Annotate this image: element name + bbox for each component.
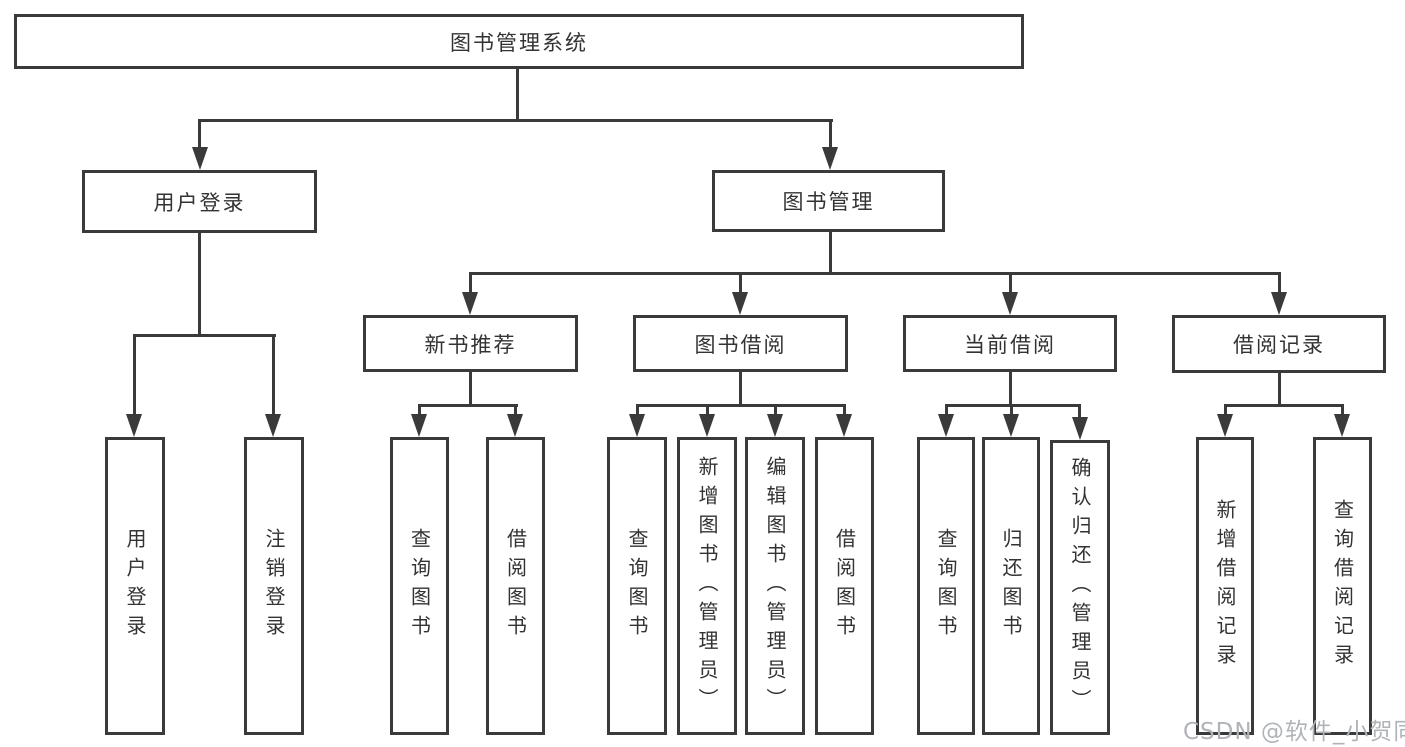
arrow-down-icon	[1271, 292, 1287, 315]
connector-stem	[418, 404, 421, 418]
connector-root-stem	[516, 68, 519, 122]
node-label: 编辑图书（管理员）	[763, 455, 787, 717]
node-label: 当前借阅	[964, 332, 1056, 357]
arrow-down-icon	[126, 414, 142, 437]
node-cb-confirm-return: 确认归还（管理员）	[1050, 440, 1110, 735]
arrow-down-icon	[1003, 414, 1019, 437]
node-label: 借阅图书	[503, 528, 528, 644]
connector-stem	[133, 334, 136, 418]
arrow-down-icon	[629, 414, 645, 437]
arrow-down-icon	[1002, 292, 1018, 315]
node-label: 用户登录	[123, 528, 147, 644]
connector-stem	[469, 272, 472, 296]
connector-stem	[198, 119, 201, 151]
node-label: 借阅记录	[1233, 333, 1325, 357]
node-label: 用户登录	[153, 190, 246, 215]
node-bb-query-books: 查询图书	[607, 437, 667, 735]
arrow-down-icon	[1334, 414, 1350, 437]
node-bb-borrow-books: 借阅图书	[815, 437, 874, 735]
node-label: 新增借阅记录	[1213, 499, 1237, 673]
connector-root-hline	[198, 119, 833, 122]
arrow-down-icon	[411, 414, 427, 437]
node-nbr-borrow-books: 借阅图书	[486, 437, 545, 735]
node-current-borrowing: 当前借阅	[903, 315, 1117, 372]
connector-stem	[514, 404, 517, 418]
connector-stem	[706, 404, 709, 418]
node-br-add-record: 新增借阅记录	[1196, 437, 1254, 735]
arrow-down-icon	[732, 292, 748, 315]
arrow-down-icon	[767, 414, 783, 437]
node-br-query-record: 查询借阅记录	[1313, 437, 1372, 735]
node-new-book-recommend: 新书推荐	[363, 315, 578, 372]
connector-newbook-stem	[469, 372, 472, 407]
node-bb-edit-books: 编辑图书（管理员）	[745, 437, 805, 735]
node-user-login: 用户登录	[82, 170, 317, 233]
connector-borrowing-hline	[636, 404, 846, 407]
node-label: 借阅图书	[832, 528, 857, 644]
node-library-system: 图书管理系统	[14, 14, 1024, 69]
node-label: 归还图书	[999, 528, 1023, 644]
arrow-down-icon	[265, 414, 281, 437]
connector-bookmgmt-stem	[829, 232, 832, 275]
connector-stem	[1009, 272, 1012, 296]
node-book-management: 图书管理	[712, 170, 945, 232]
connector-stem	[1278, 272, 1281, 296]
node-label: 确认归还（管理员）	[1068, 457, 1092, 718]
arrow-down-icon	[507, 414, 523, 437]
connector-stem	[1078, 404, 1081, 420]
csdn-watermark: CSDN @软件_小贺同学	[1183, 719, 1405, 745]
node-bb-add-books: 新增图书（管理员）	[677, 437, 737, 735]
arrow-down-icon	[836, 414, 852, 437]
arrow-down-icon	[1217, 414, 1233, 437]
connector-stem	[636, 404, 639, 418]
connector-stem	[945, 404, 948, 418]
connector-bookmgmt-hline	[469, 272, 1281, 275]
node-login: 用户登录	[105, 437, 165, 735]
node-label: 注销登录	[262, 528, 286, 644]
connector-records-stem	[1278, 372, 1281, 407]
arrow-down-icon	[699, 414, 715, 437]
node-label: 查询图书	[407, 528, 432, 644]
node-borrowing-records: 借阅记录	[1172, 315, 1386, 373]
node-label: 查询图书	[934, 528, 958, 644]
node-book-borrowing: 图书借阅	[633, 315, 848, 372]
node-label: 新增图书（管理员）	[695, 455, 719, 717]
node-label: 查询借阅记录	[1330, 499, 1355, 673]
connector-current-hline	[945, 404, 1081, 407]
node-logout: 注销登录	[244, 437, 304, 735]
node-label: 图书管理	[782, 190, 875, 214]
connector-stem	[272, 334, 275, 418]
node-cb-return-books: 归还图书	[982, 437, 1040, 735]
connector-stem	[829, 119, 832, 151]
connector-stem	[1341, 404, 1344, 418]
connector-userlogin-hline	[133, 334, 276, 337]
connector-stem	[774, 404, 777, 418]
arrow-down-icon	[462, 292, 478, 315]
node-label: 新书推荐	[424, 332, 517, 357]
arrow-down-icon	[192, 147, 208, 170]
arrow-down-icon	[1072, 417, 1088, 440]
node-nbr-query-books: 查询图书	[390, 437, 449, 735]
connector-records-hline	[1224, 404, 1344, 407]
node-label: 图书借阅	[694, 332, 787, 357]
connector-newbook-hline	[418, 404, 518, 407]
connector-current-stem	[1009, 372, 1012, 407]
connector-stem	[843, 404, 846, 418]
node-label: 图书管理系统	[450, 30, 588, 55]
arrow-down-icon	[822, 147, 838, 170]
connector-stem	[1224, 404, 1227, 418]
connector-userlogin-stem	[198, 233, 201, 337]
arrow-down-icon	[938, 414, 954, 437]
node-cb-query-books: 查询图书	[917, 437, 975, 735]
connector-borrowing-stem	[739, 372, 742, 407]
connector-stem	[1010, 404, 1013, 418]
connector-stem	[739, 272, 742, 296]
node-label: 查询图书	[625, 528, 649, 644]
